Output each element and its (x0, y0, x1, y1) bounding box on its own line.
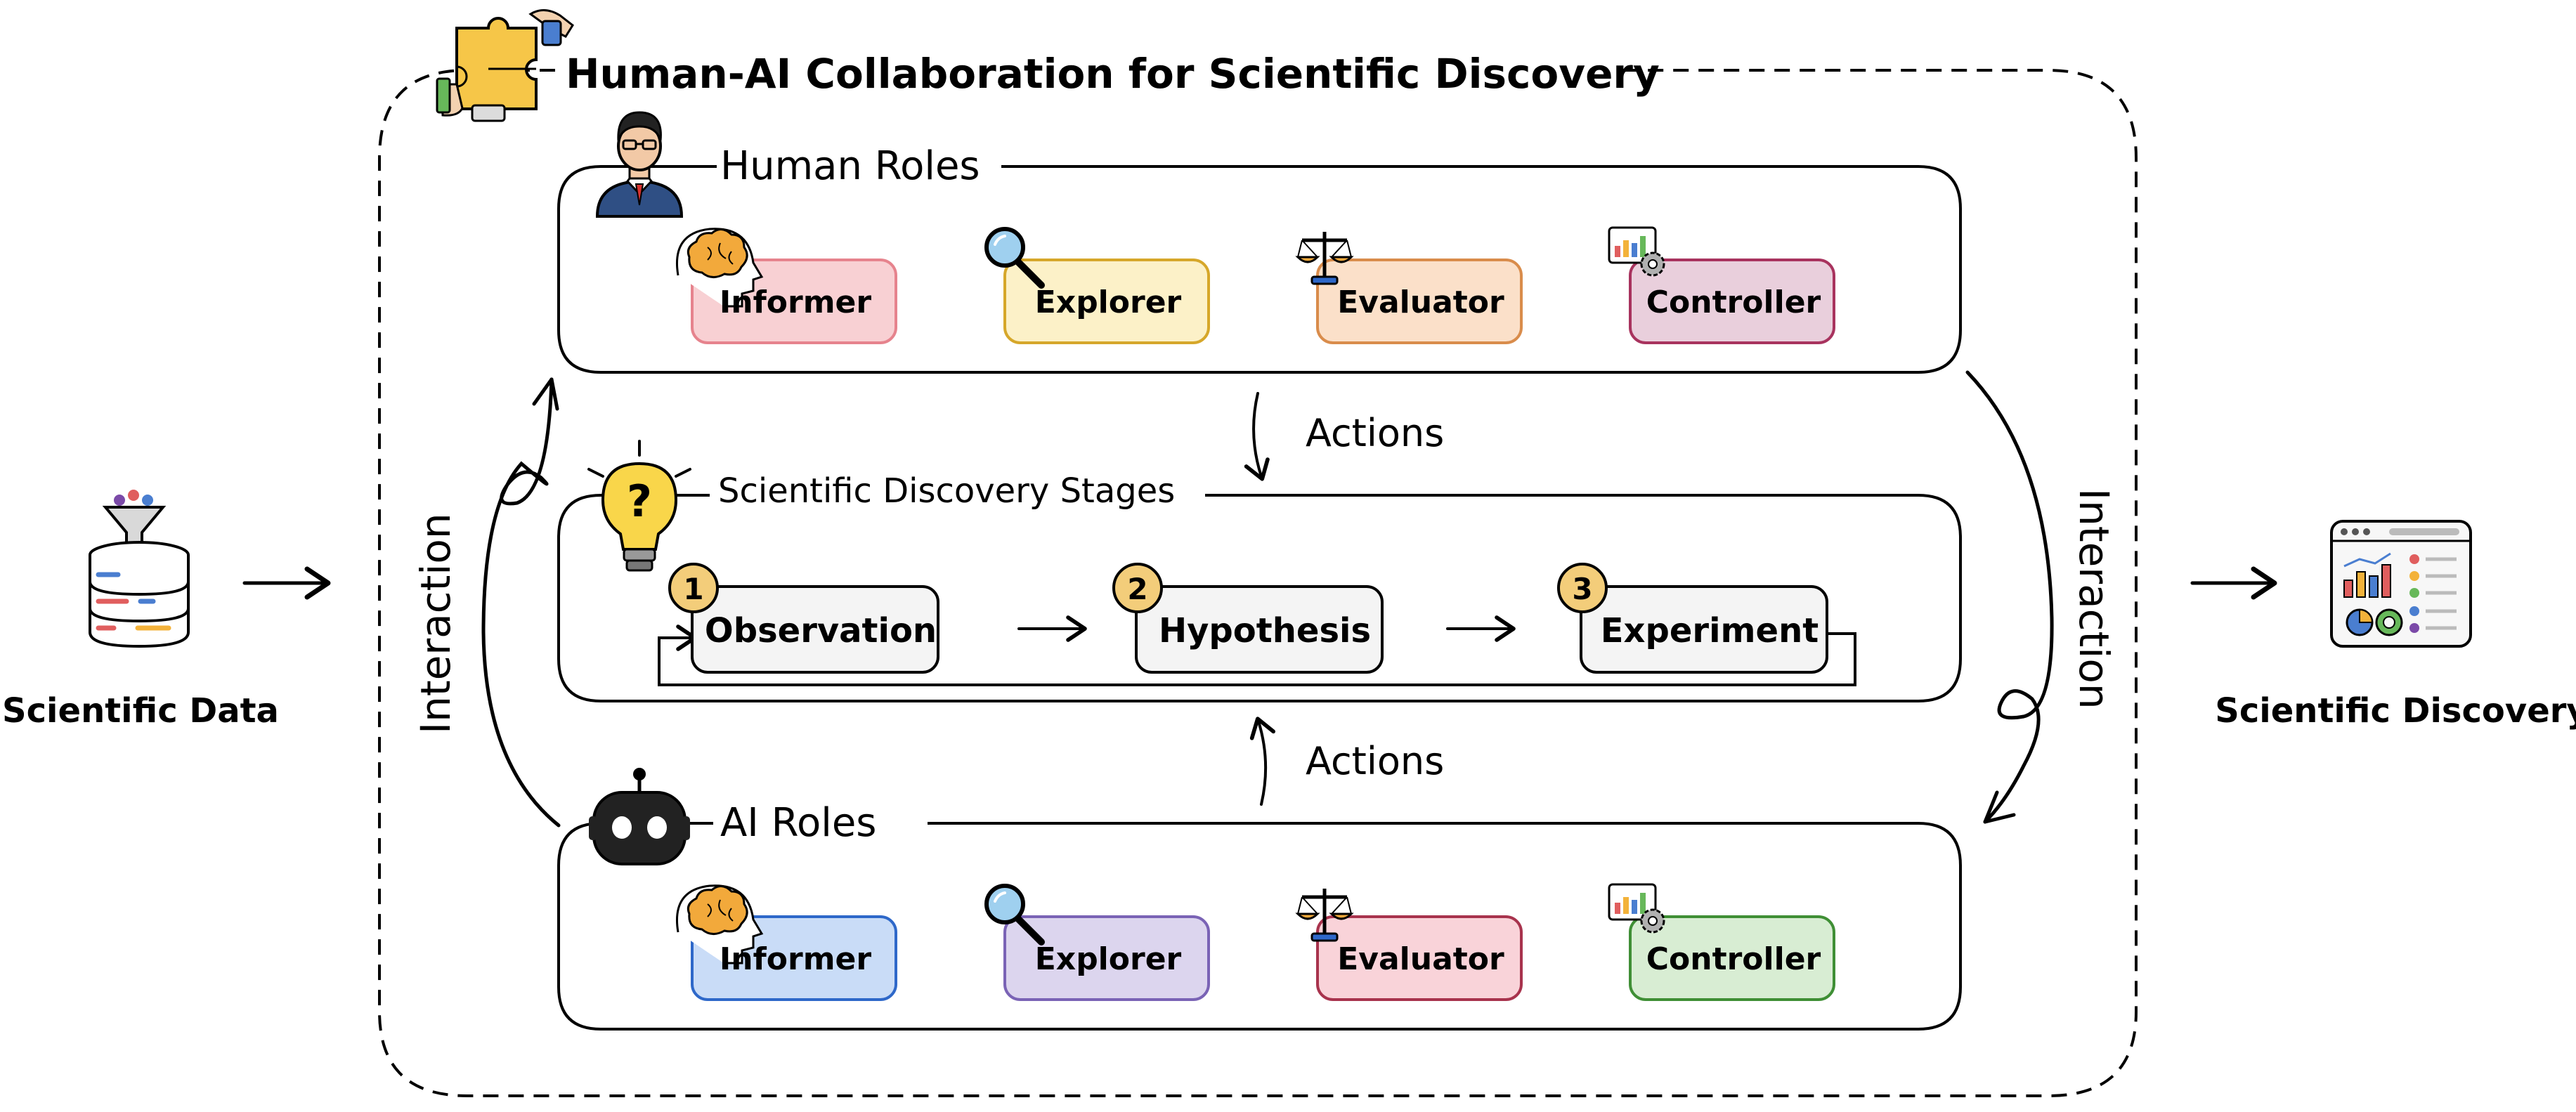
stage-number-badge (668, 563, 719, 613)
actions-arrow-up (1249, 717, 1276, 806)
role-card-label: Informer (720, 941, 871, 977)
role-card-evaluator: Evaluator (1295, 889, 1523, 1001)
dashboard-gear-icon (1608, 883, 1665, 934)
role-card-box (1003, 915, 1210, 1001)
ai-roles-title: AI Roles (720, 800, 876, 846)
actions-label-bottom: Actions (1306, 739, 1444, 783)
role-card-label: Informer (720, 284, 871, 320)
stage-label: Observation (705, 611, 937, 650)
role-card-box (1316, 259, 1523, 344)
svg-text:?: ? (627, 476, 652, 527)
balance-scale-icon (1295, 889, 1354, 942)
human-roles-title: Human Roles (720, 143, 980, 189)
role-card-label: Controller (1646, 941, 1821, 977)
interaction-label-right: Interaction (2070, 488, 2118, 709)
actions-arrow-down (1244, 392, 1270, 481)
role-card-informer: Informer (676, 228, 897, 344)
stage-box (1135, 585, 1384, 674)
role-card-explorer: Explorer (984, 227, 1210, 344)
stages-box (557, 494, 1962, 702)
stage-box (1580, 585, 1828, 674)
role-card-informer: Informer (676, 884, 897, 1001)
role-card-box (1629, 915, 1835, 1001)
role-card-controller: Controller (1608, 226, 1835, 344)
brain-head-icon (676, 884, 764, 964)
stage-number: 1 (683, 572, 703, 606)
ai-roles-list: Informer Explorer Evaluator Controller (676, 883, 1835, 1001)
ai-roles-box (557, 822, 1962, 1031)
stages-title: Scientific Discovery Stages (718, 471, 1175, 511)
interaction-arrow-left (481, 377, 561, 828)
database-funnel-icon (89, 490, 190, 648)
role-card-explorer: Explorer (984, 884, 1210, 1001)
role-card-evaluator: Evaluator (1295, 232, 1523, 344)
stage-label: Hypothesis (1159, 611, 1371, 650)
role-card-box (1316, 915, 1523, 1001)
lightbulb-question-icon: ? (587, 440, 691, 572)
scientific-discovery-label: Scientific Discovery (2215, 691, 2576, 731)
role-card-box (1003, 259, 1210, 344)
interaction-arrow-right (1965, 370, 2054, 824)
robot-head-icon (589, 768, 690, 865)
role-card-label: Explorer (1035, 941, 1182, 977)
role-card-controller: Controller (1608, 883, 1835, 1001)
scientist-avatar-icon (595, 111, 684, 218)
dashboard-report-icon (2330, 520, 2472, 648)
collaboration-frame (378, 69, 2138, 1097)
role-card-label: Evaluator (1337, 941, 1504, 977)
stage-number-badge (1112, 563, 1163, 613)
dashboard-gear-icon (1608, 226, 1665, 277)
human-roles-box (557, 165, 1962, 374)
role-card-box (1629, 259, 1835, 344)
brain-head-icon (676, 228, 764, 308)
role-card-label: Evaluator (1337, 284, 1504, 320)
magnifier-icon (984, 884, 1045, 946)
balance-scale-icon (1295, 232, 1354, 285)
stage-number: 3 (1572, 572, 1592, 606)
human-roles-list: Informer Explorer Evaluator Controller (676, 226, 1835, 344)
stage-label: Experiment (1601, 611, 1819, 650)
interaction-label-left: Interaction (412, 513, 460, 734)
role-card-label: Controller (1646, 284, 1821, 320)
diagram-title: Human-AI Collaboration for Scientific Di… (566, 50, 1660, 98)
stage-number: 2 (1127, 572, 1147, 606)
scientific-data-label: Scientific Data (2, 691, 279, 731)
stage-box (691, 585, 939, 674)
magnifier-icon (984, 227, 1045, 289)
role-card-label: Explorer (1035, 284, 1182, 320)
actions-label-top: Actions (1306, 411, 1444, 455)
stages-feedback-loop (658, 624, 1856, 686)
puzzle-hands-icon (436, 9, 574, 122)
stage-number-badge (1557, 563, 1608, 613)
